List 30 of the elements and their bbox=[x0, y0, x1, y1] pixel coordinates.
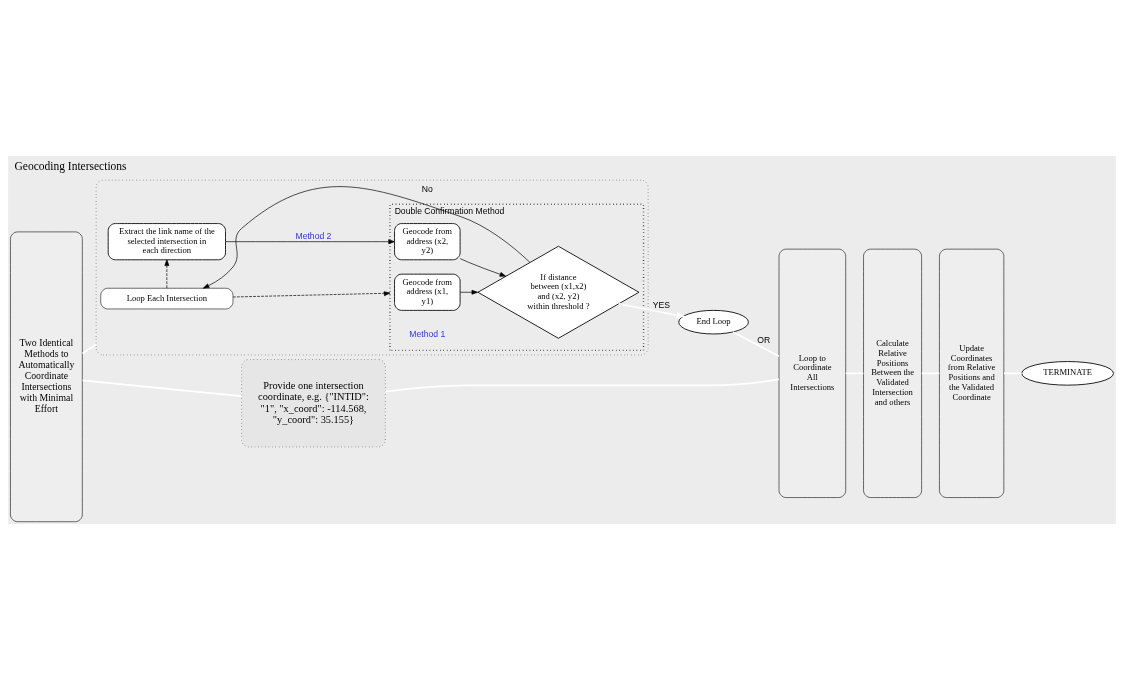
node-box: Loop Each Intersection bbox=[100, 287, 234, 309]
arrow bbox=[232, 290, 391, 297]
label: Method 1 bbox=[409, 328, 446, 339]
edge-label: YES bbox=[652, 299, 670, 310]
arrow bbox=[617, 302, 686, 318]
node-box: Extract the link name of the selected intersection in each direction bbox=[107, 222, 226, 260]
connector bbox=[384, 378, 780, 392]
node-box: Update Coordinates from Relative Positions and the Validated Coordinate bbox=[939, 248, 1005, 498]
node-diamond: If distance between (x1,x2) and (x2, y2) within threshold ? bbox=[477, 245, 640, 339]
edge-label: No bbox=[421, 183, 433, 194]
node-box: Two Identical Methods to Automatically Coordinate Intersections with Minimal Effort bbox=[10, 231, 83, 522]
arrow bbox=[202, 185, 531, 289]
edge-label: Method 2 bbox=[295, 230, 332, 241]
arrow bbox=[459, 289, 479, 295]
node-ellipse: TERMINATE bbox=[1021, 360, 1114, 386]
arrow bbox=[459, 257, 507, 277]
arrow bbox=[164, 259, 170, 288]
arrow bbox=[225, 238, 395, 244]
node-box: Geocode from address (x2, y2) bbox=[394, 222, 461, 260]
diagram-title: Geocoding Intersections bbox=[14, 159, 127, 172]
node-box: Provide one intersection coordinate, e.g. {"INTID": "1", "x_coord": -114.568, "y_coord": 35.155} bbox=[241, 358, 386, 447]
connector bbox=[732, 330, 780, 357]
connector bbox=[81, 378, 243, 397]
cluster bbox=[95, 179, 649, 355]
node-ellipse: End Loop bbox=[678, 309, 749, 334]
edge-label: OR bbox=[757, 334, 771, 345]
node-box: Calculate Relative Positions Between the Validated Intersection and others bbox=[863, 248, 922, 498]
node-box: Loop to Coordinate All Intersections bbox=[778, 248, 846, 498]
connector bbox=[81, 343, 97, 354]
node-box: Geocode from address (x1, y1) bbox=[394, 273, 461, 311]
